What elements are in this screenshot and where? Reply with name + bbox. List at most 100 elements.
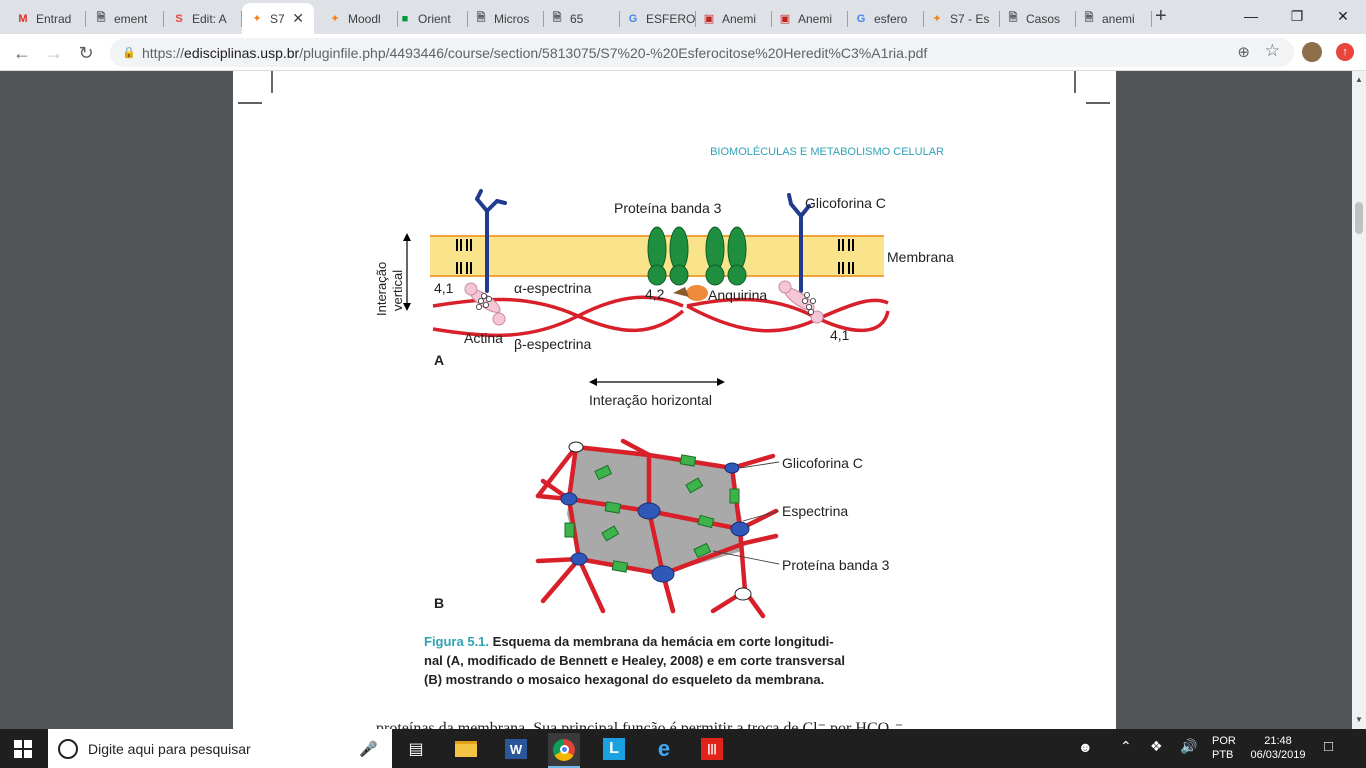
l-app-icon[interactable]: L — [598, 733, 630, 765]
label-b-glicoforina-c: Glicoforina C — [782, 455, 863, 471]
vertical-scrollbar[interactable]: ▲ ▼ — [1352, 71, 1366, 729]
url-path: /pluginfile.php/4493446/course/section/5… — [299, 44, 928, 61]
close-tab-icon[interactable]: ✕ — [292, 10, 304, 26]
tab-title: Anemi — [798, 11, 833, 26]
clock[interactable]: 21:48 06/03/2019 — [1248, 734, 1308, 762]
tab-7[interactable]: 🗎65 — [542, 3, 620, 34]
caption-text-1: Esquema da membrana da hemácia em corte … — [489, 634, 834, 649]
tab-6[interactable]: 🗎Micros — [466, 3, 544, 34]
close-icon: ✕ — [1337, 7, 1349, 24]
label-b-espectrina: Espectrina — [782, 503, 848, 519]
tab-title: Micros — [494, 11, 530, 26]
tab-title: 65 — [570, 11, 584, 26]
label-b-proteina-banda3: Proteína banda 3 — [782, 557, 890, 573]
tab-separator — [241, 11, 242, 27]
tab-13[interactable]: 🗎 Casos — [998, 3, 1076, 34]
tab-12[interactable]: ✦S7 - Es — [922, 3, 1000, 34]
people-icon[interactable]: ☻ — [1078, 739, 1093, 755]
language-code: POR — [1212, 735, 1236, 747]
scroll-up-icon[interactable]: ▲ — [1355, 75, 1363, 84]
tab-1[interactable]: 🗎ement — [86, 3, 164, 34]
figure-caption-line2: nal (A, modificado de Bennett e Healey, … — [424, 653, 845, 668]
keyboard-layout: PTB — [1212, 749, 1234, 761]
tab-separator — [397, 11, 398, 27]
label-interacao-horizontal: Interação horizontal — [589, 392, 712, 408]
label-interacao-2: vertical — [390, 270, 405, 311]
flag-icon: ■ — [401, 12, 409, 25]
panel-label-b: B — [434, 595, 444, 611]
microphone-icon[interactable]: 🎤 — [359, 740, 378, 758]
tab-title: anemi — [1102, 11, 1135, 26]
label-interacao-1: Interação — [374, 262, 389, 316]
tab-separator — [695, 11, 696, 27]
tab-title: esfero — [874, 11, 908, 26]
url-scheme: https:// — [142, 44, 185, 61]
moodle-icon: ✦ — [330, 13, 340, 25]
figure-caption-line1: Figura 5.1. Esquema da membrana da hemác… — [424, 634, 834, 649]
profile-avatar[interactable] — [1302, 42, 1322, 62]
body-text: proteínas da membrana. Sua principal fun… — [376, 720, 903, 729]
volume-icon[interactable]: 🔊 — [1180, 738, 1198, 754]
edge-icon[interactable]: e — [657, 736, 671, 761]
label-beta-espectrina: β-espectrina — [514, 336, 592, 352]
browser-toolbar: ← → ↻ 🔒 https://edisciplinas.usp.br/plug… — [0, 34, 1366, 71]
back-button[interactable]: ← — [10, 41, 34, 65]
document-icon: 🗎 — [96, 12, 106, 24]
dropbox-icon[interactable]: ❖ — [1150, 738, 1163, 754]
tab-title: Casos — [1026, 11, 1061, 26]
tab-5[interactable]: ■Orient — [390, 3, 468, 34]
tab-separator — [1151, 11, 1152, 27]
scrollbar-thumb[interactable] — [1355, 202, 1363, 234]
tab-14[interactable]: 🗎anemi — [1074, 3, 1152, 34]
panel-label-a: A — [434, 352, 444, 368]
tab-title: Edit: A — [192, 11, 227, 26]
update-icon[interactable]: ↑ — [1336, 43, 1354, 61]
document-icon: 🗎 — [1008, 12, 1018, 24]
restore-button[interactable]: ❐ — [1274, 0, 1320, 32]
url-host: edisciplinas.usp.br — [184, 44, 300, 61]
chevron-up-icon[interactable]: ⌃ — [1120, 738, 1132, 754]
address-bar[interactable]: 🔒 https://edisciplinas.usp.br/pluginfile… — [110, 38, 1294, 67]
figure-label: Figura 5.1. — [424, 634, 489, 649]
label-actina: Actina — [464, 330, 503, 346]
slides-icon: ▣ — [703, 13, 715, 25]
tab-separator — [923, 11, 924, 27]
new-tab-button[interactable]: + — [1155, 5, 1167, 27]
tab-9[interactable]: ▣Anemi — [694, 3, 772, 34]
scroll-down-icon[interactable]: ▼ — [1355, 715, 1363, 724]
google-icon: G — [628, 12, 638, 25]
tab-4[interactable]: ✦Moodl — [320, 3, 398, 34]
forward-button[interactable]: → — [42, 41, 66, 65]
minimize-button[interactable]: — — [1228, 0, 1274, 32]
tab-separator — [543, 11, 544, 27]
tab-10[interactable]: ▣Anemi — [770, 3, 848, 34]
taskbar-search-box[interactable]: Digite aqui para pesquisar 🎤 — [48, 729, 392, 768]
clock-time: 21:48 — [1264, 735, 1292, 747]
windows-taskbar: Digite aqui para pesquisar 🎤 ▤ W L e |||… — [0, 729, 1366, 768]
lock-icon: 🔒 — [122, 47, 136, 59]
file-explorer-icon[interactable] — [450, 733, 482, 765]
word-icon[interactable]: W — [500, 733, 532, 765]
close-window-button[interactable]: ✕ — [1320, 0, 1366, 32]
chrome-icon[interactable] — [548, 733, 580, 768]
task-view-icon[interactable]: ▤ — [408, 741, 424, 758]
search-placeholder: Digite aqui para pesquisar — [88, 740, 251, 757]
zoom-icon[interactable]: ⊕ — [1237, 44, 1250, 61]
language-indicator[interactable]: POR PTB — [1212, 734, 1236, 762]
tab-title: S7 — [270, 11, 285, 26]
bookmark-star-icon[interactable]: ☆ — [1264, 41, 1280, 60]
tab-3[interactable]: ✦S7✕ — [242, 3, 314, 34]
label-anquirina: Anquirina — [708, 287, 767, 303]
notifications-icon[interactable]: □ — [1324, 738, 1334, 755]
label-proteina-banda3: Proteína banda 3 — [614, 200, 722, 216]
red-app-icon[interactable]: ||| — [696, 733, 728, 765]
reload-button[interactable]: ↻ — [74, 41, 98, 65]
windows-start-icon[interactable] — [14, 740, 32, 758]
cortana-icon — [58, 738, 78, 759]
reload-icon: ↻ — [78, 42, 94, 63]
